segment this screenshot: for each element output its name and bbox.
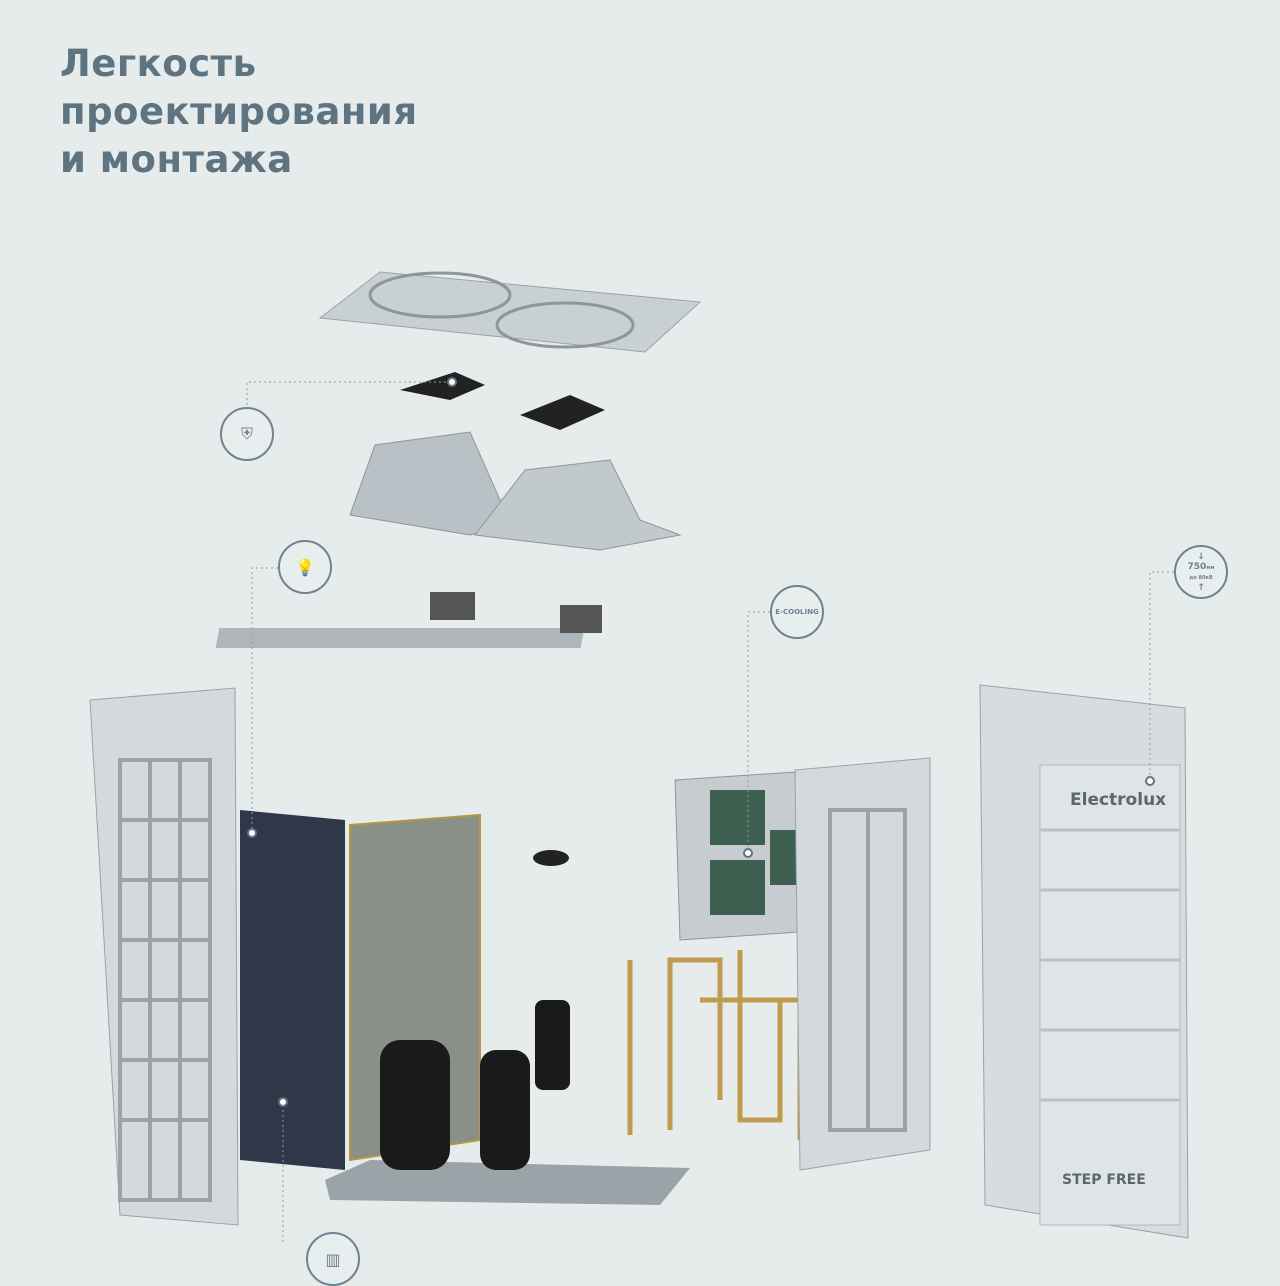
title-line: Легкость bbox=[60, 42, 257, 85]
model-label: STEP FREE bbox=[1062, 1172, 1146, 1188]
brand-logo: Electrolux bbox=[1070, 790, 1167, 810]
shield-icon: ⛨ bbox=[220, 407, 274, 461]
e-cooling-label: E-COOLING bbox=[775, 608, 819, 616]
snowflake-icon: E-COOLING bbox=[770, 585, 824, 639]
motor-bracket bbox=[215, 628, 585, 648]
front-cover bbox=[1039, 764, 1181, 1226]
fan-grille bbox=[368, 271, 512, 319]
fan-blade bbox=[520, 395, 605, 430]
page-title: Легкость проектирования и монтажа bbox=[60, 40, 418, 184]
pcb bbox=[710, 790, 765, 845]
heat-exchanger bbox=[240, 810, 345, 1170]
fan-motor bbox=[560, 605, 602, 633]
height-sub: до 80кВ bbox=[1189, 574, 1213, 581]
fan-blade bbox=[400, 372, 485, 400]
compressor bbox=[480, 1050, 530, 1170]
fan-grille bbox=[495, 301, 635, 349]
side-panel-left bbox=[89, 687, 239, 1226]
side-panel-middle bbox=[794, 757, 931, 1171]
height-unit: мм bbox=[1206, 564, 1215, 571]
base-plate bbox=[325, 1160, 690, 1205]
title-line: и монтажа bbox=[60, 138, 293, 181]
height-value: 750 bbox=[1187, 561, 1207, 572]
bulb-icon: 💡 bbox=[278, 540, 332, 594]
fan-motor bbox=[430, 592, 475, 620]
separator bbox=[535, 1000, 570, 1090]
separator-cap bbox=[533, 850, 569, 866]
compressor bbox=[380, 1040, 450, 1170]
pcb bbox=[710, 860, 765, 915]
fan-shroud bbox=[474, 459, 682, 551]
title-line: проектирования bbox=[60, 90, 418, 133]
height-icon: ↓ 750мм до 80кВ ↑ bbox=[1174, 545, 1228, 599]
coil-icon: ▥ bbox=[306, 1232, 360, 1286]
